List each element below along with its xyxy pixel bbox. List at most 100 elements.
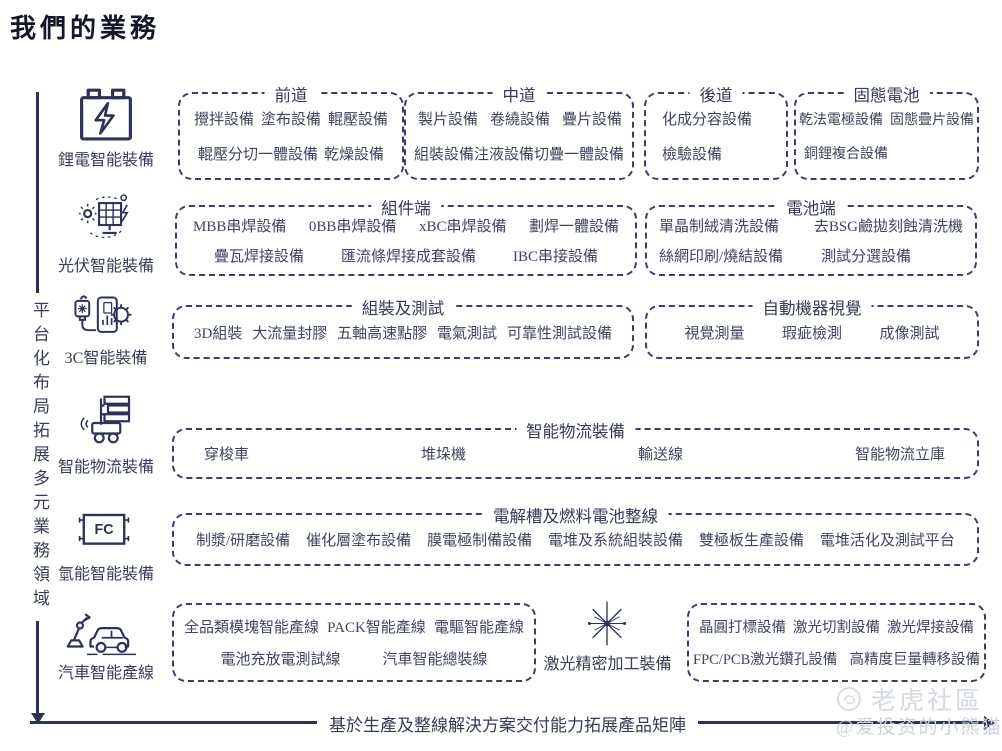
box-title: 智能物流裝備 [516,418,635,442]
box-line: 全品類模塊智能產線 PACK智能產線 電驅智能產線 [174,616,534,637]
watermark-brand: 老虎社區 [836,681,983,717]
equipment-item: 電驅智能產線 [433,620,524,636]
equipment-item: 塗布設備 [260,112,321,128]
row-label-hydrogen: 氫能智能裝備 [57,566,154,583]
phone-gear-icon [74,295,132,333]
assembly-test-box: 組裝及測試 3D組裝 大流量封膠 五軸高速點膠 電氣測試 可靠性測試設備 [172,295,634,359]
equipment-item: 檢驗設備 [662,147,723,163]
fuel-cell-icon: FC [78,513,130,545]
module-side-box: 組件端 MBB串焊設備 0BB串焊設備 xBC串焊設備 劃焊一體設備 疊瓦焊接設… [175,195,637,276]
row-label-laser: 激光精密加工裝備 [543,656,672,673]
equipment-item: 攪拌設備 [194,112,255,128]
equipment-item: 製片設備 [418,112,479,128]
equipment-item: 輸送線 [637,447,683,463]
row-label-3c: 3C智能裝備 [64,350,148,367]
equipment-item: 大流量封膠 [252,325,328,342]
equipment-item: 膜電極制備設備 [427,533,533,549]
box-line: 3D組裝 大流量封膠 五軸高速點膠 電氣測試 可靠性測試設備 [174,322,632,343]
left-axis-label: 平台化布局拓展多元業務領域 [25,293,54,621]
box-line: 制漿/研磨設備 催化層塗布設備 膜電極制備設備 電堆及系統組裝設備 雙極板生產設… [174,529,977,550]
box-title: 自動機器視覺 [752,295,872,319]
equipment-item: 電氣測試 [437,325,498,342]
box-line: 絲網印刷/燒結設備 測試分選設備 [647,245,975,266]
equipment-item: 卷繞設備 [489,112,550,128]
equipment-item: 五軸高速點膠 [337,325,428,342]
mid-stage-box: 中道 製片設備 卷繞設備 疊片設備 組裝設備 注液設備 切疊一體設備 [404,82,634,180]
equipment-item: xBC串焊設備 [418,219,507,236]
equipment-item: 組裝設備 [414,147,475,163]
box-line: 疊瓦焊接設備 匯流條焊接成套設備 IBC串接設備 [177,245,635,266]
box-title: 前道 [264,82,318,106]
tiger-logo-icon [837,687,861,711]
box-line: 穿梭車 堆垛機 輸送線 智能物流立庫 [174,443,977,464]
equipment-item: 輥壓設備 [327,112,388,128]
box-title: 電池端 [776,195,846,219]
car-robot-icon [66,613,136,656]
box-line: 乾法電極設備 固態疊片設備 [796,109,977,129]
equipment-item: 可靠性測試設備 [506,325,612,342]
equipment-item: 瑕疵檢測 [781,325,842,342]
equipment-item: 去BSG鹼拋刻蝕清洗機 [813,219,963,236]
equipment-item: 測試分選設備 [821,248,912,265]
equipment-item: 智能物流立庫 [854,447,945,463]
row-label-lithium: 鋰電智能裝備 [57,152,154,169]
equipment-item: 注液設備 [474,147,535,163]
box-title: 固態電池 [843,82,930,106]
equipment-item: 全品類模塊智能產線 [184,620,320,636]
equipment-item: 電堆及系統組裝設備 [548,533,684,549]
equipment-item: 視覺測量 [684,325,745,342]
box-line: 組裝設備 注液設備 切疊一體設備 [406,143,632,164]
equipment-item: 高精度巨量轉移設備 [849,652,981,668]
equipment-item: 激光切割設備 [793,620,880,636]
row-label-logistics: 智能物流裝備 [57,459,154,476]
equipment-item: 疊片設備 [561,112,622,128]
box-line: 輥壓分切一體設備 乾燥設備 [180,143,402,164]
svg-text:FC: FC [94,522,113,538]
box-line: FPC/PCB激光鑽孔設備 高精度巨量轉移設備 [689,648,984,669]
box-line: 電池充放電測試線 汽車智能總裝線 [174,648,534,669]
equipment-item: 電堆活化及測試平台 [819,533,955,549]
equipment-item: 切疊一體設備 [534,147,625,163]
laser-star-icon [587,601,627,646]
equipment-item: MBB串焊設備 [193,219,287,236]
watermark-handle: @爱投资的小熊猫 [836,717,1002,738]
forklift-icon [80,395,131,444]
box-line: 晶圓打標設備 激光切割設備 激光焊接設備 [689,616,984,637]
box-title: 後道 [689,82,743,106]
equipment-item: 汽車智能總裝線 [382,652,488,668]
row-label-photovoltaic: 光伏智能裝備 [57,258,154,275]
equipment-item: 乾法電極設備 [799,112,883,128]
equipment-item: 激光焊接設備 [887,620,974,636]
equipment-item: 雙極板生產設備 [698,533,804,549]
equipment-item: 銅鋰複合設備 [804,147,888,163]
box-line: 化成分容設備 [646,108,786,129]
equipment-item: 乾燥設備 [323,147,384,163]
equipment-item: 化成分容設備 [662,112,753,128]
equipment-item: 單晶制絨清洗設備 [659,219,780,236]
laser-box: 晶圓打標設備 激光切割設備 激光焊接設備 FPC/PCB激光鑽孔設備 高精度巨量… [687,603,986,682]
box-line: 單晶制絨清洗設備 去BSG鹼拋刻蝕清洗機 [647,215,975,236]
auto-line-box: 全品類模塊智能產線 PACK智能產線 電驅智能產線 電池充放電測試線 汽車智能總… [172,603,536,682]
logistics-box: 智能物流裝備 穿梭車 堆垛機 輸送線 智能物流立庫 [172,418,979,479]
equipment-item: 電池充放電測試線 [220,652,341,668]
box-line: 銅鋰複合設備 [796,143,977,163]
equipment-item: 絲網印刷/燒結設備 [659,248,784,265]
battery-icon [80,88,132,141]
solar-panel-icon [78,194,129,239]
solid-state-battery-box: 固態電池 乾法電極設備 固態疊片設備 銅鋰複合設備 [794,82,979,180]
box-line: 檢驗設備 [646,143,786,164]
bottom-axis-label: 基於生產及整線解決方案交付能力拓展產品矩陣 [317,711,698,736]
equipment-item: 成像測試 [879,325,940,342]
watermark-brand-text: 老虎社區 [871,688,984,715]
machine-vision-box: 自動機器視覺 視覺測量 瑕疵檢測 成像測試 [645,295,979,359]
equipment-item: FPC/PCB激光鑽孔設備 [693,652,838,668]
box-line: 攪拌設備 塗布設備 輥壓設備 [180,108,402,129]
box-title: 中道 [492,82,546,106]
equipment-item: 堆垛機 [420,447,466,463]
cell-side-box: 電池端 單晶制絨清洗設備 去BSG鹼拋刻蝕清洗機 絲網印刷/燒結設備 測試分選設… [645,195,977,276]
equipment-item: 3D組裝 [194,325,243,342]
box-title: 電解槽及燃料電池整線 [483,503,668,527]
box-line: 視覺測量 瑕疵檢測 成像測試 [647,322,977,343]
equipment-item: 制漿/研磨設備 [196,533,291,549]
